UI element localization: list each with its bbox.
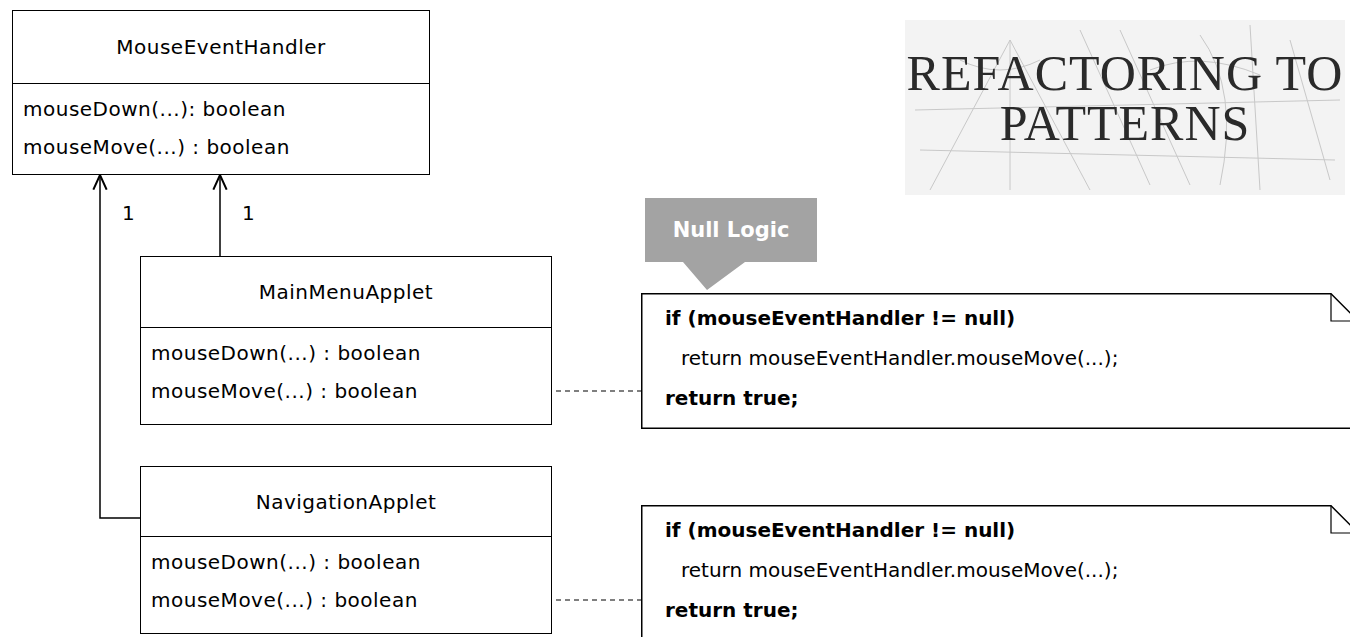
class-name: MainMenuApplet	[259, 280, 433, 304]
association-arrow	[100, 175, 140, 518]
class-box: MouseEventHandler mouseDown(...): boolean…	[12, 10, 430, 175]
method-signature: mouseDown(...): boolean	[23, 90, 419, 128]
class-name-compartment: MainMenuApplet	[141, 257, 551, 328]
note-box: if (mouseEventHandler != null)return mou…	[641, 505, 1350, 637]
method-compartment: mouseDown(...) : booleanmouseMove(...) :…	[141, 328, 551, 416]
note-anchor-line	[538, 599, 641, 600]
callout-tag: Null Logic	[645, 198, 817, 290]
method-signature: mouseMove(...) : boolean	[151, 372, 541, 410]
method-signature: mouseDown(...) : boolean	[151, 543, 541, 581]
class-name: MouseEventHandler	[116, 35, 325, 59]
multiplicity-label: 1	[240, 201, 257, 225]
code-line: return mouseEventHandler.mouseMove(...);	[665, 550, 1335, 590]
method-compartment: mouseDown(...) : booleanmouseMove(...) :…	[141, 537, 551, 625]
note-box: if (mouseEventHandler != null)return mou…	[641, 293, 1350, 429]
callout-shape-fill	[645, 198, 817, 290]
note-fold	[1331, 506, 1350, 533]
association-arrow	[219, 175, 221, 256]
code-line: if (mouseEventHandler != null)	[665, 298, 1335, 338]
class-box: MainMenuApplet mouseDown(...) : booleanmo…	[140, 256, 552, 425]
class-name: NavigationApplet	[256, 490, 437, 514]
code-line: return true;	[665, 590, 1335, 630]
class-box: NavigationApplet mouseDown(...) : boolean…	[140, 466, 552, 634]
note-anchor-line	[538, 390, 641, 391]
multiplicity-label: 1	[120, 201, 137, 225]
book-logo: REFACTORING TO PATTERNS	[905, 48, 1345, 148]
method-compartment: mouseDown(...): booleanmouseMove(...) : …	[13, 84, 429, 172]
note-fold	[1331, 294, 1350, 321]
callout-shape	[645, 198, 817, 290]
method-signature: mouseDown(...) : boolean	[151, 334, 541, 372]
callout-label: Null Logic	[673, 218, 790, 242]
code-line: if (mouseEventHandler != null)	[665, 510, 1335, 550]
class-name-compartment: NavigationApplet	[141, 467, 551, 537]
code-line: return true;	[665, 378, 1335, 418]
method-signature: mouseMove(...) : boolean	[151, 581, 541, 619]
note-border	[642, 294, 1350, 429]
note-border	[642, 506, 1350, 637]
class-name-compartment: MouseEventHandler	[13, 11, 429, 84]
code-line: return mouseEventHandler.mouseMove(...);	[665, 338, 1335, 378]
method-signature: mouseMove(...) : boolean	[23, 128, 419, 166]
